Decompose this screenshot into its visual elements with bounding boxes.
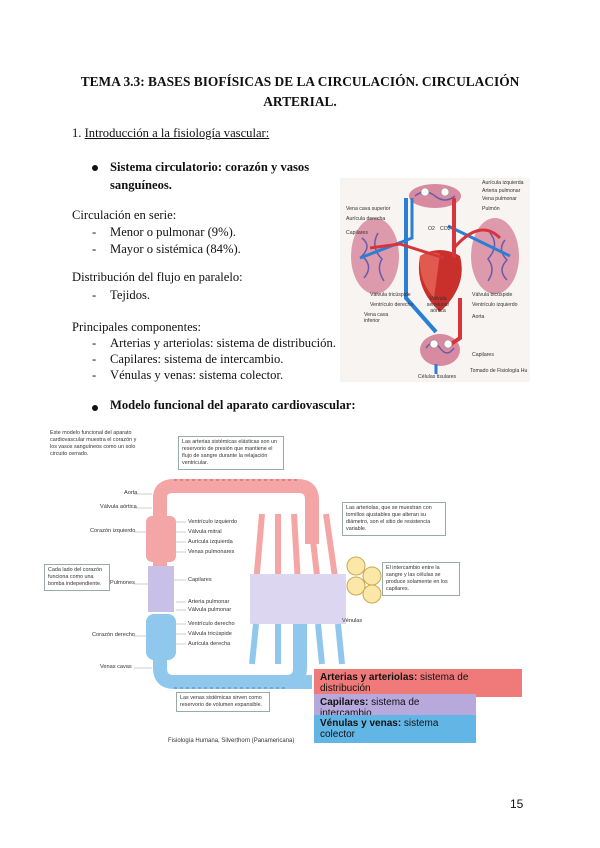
label-venas-pulmonares: Venas pulmonares bbox=[188, 549, 234, 555]
fig1-label: Aurícula derecha bbox=[346, 216, 385, 222]
section-heading: 1. Introducción a la fisiología vascular… bbox=[72, 126, 269, 141]
label-valvula-tricuspide: Válvula tricúspide bbox=[188, 631, 232, 637]
legend-venulas-bold: Vénulas y venas: bbox=[320, 718, 401, 729]
figure-credit: Fisiología Humana, Silverthorn (Panameri… bbox=[168, 738, 294, 744]
section-title: Introducción a la fisiología vascular: bbox=[85, 126, 270, 140]
componentes-heading: Principales componentes: bbox=[72, 320, 201, 335]
bullet-modelo-funcional: Modelo funcional del aparato cardiovascu… bbox=[110, 398, 356, 413]
fig1-label: Ventrículo izquierdo bbox=[472, 302, 518, 308]
serie-item-2: Mayor o sistémica (84%). bbox=[110, 242, 241, 257]
note-arterioles: Las arteriolas, que se muestran con torn… bbox=[342, 502, 446, 536]
fig1-label: Arteria pulmonar bbox=[482, 188, 520, 194]
dash: - bbox=[92, 368, 96, 383]
paralelo-heading: Distribución del flujo en paralelo: bbox=[72, 270, 243, 285]
label-valvula-pulmonar: Válvula pulmonar bbox=[188, 607, 231, 613]
fig1-label: Válvula tricúspide bbox=[370, 292, 411, 298]
bullet-sistema-circulatorio: Sistema circulatorio: corazón y vasos sa… bbox=[110, 158, 330, 194]
dash: - bbox=[92, 225, 96, 240]
note-exchange: El intercambio entre la sangre y las cél… bbox=[382, 562, 460, 596]
legend-venulas: Vénulas y venas: sistema colector bbox=[314, 715, 476, 743]
fig1-label: Ventrículo derecho bbox=[370, 302, 413, 308]
dash: - bbox=[92, 242, 96, 257]
dash: - bbox=[92, 352, 96, 367]
componentes-item-3: Vénulas y venas: sistema colector. bbox=[110, 368, 283, 383]
note-model: Este modelo funcional del aparato cardio… bbox=[50, 430, 142, 458]
componentes-item-1: Arterias y arteriolas: sistema de distri… bbox=[110, 336, 336, 351]
figure-functional-model: Este modelo funcional del aparato cardio… bbox=[50, 424, 530, 754]
note-arteries: Las arterias sistémicas elásticas son un… bbox=[178, 436, 284, 470]
label-valvula-aortica: Válvula aórtica bbox=[100, 504, 137, 510]
componentes-item-2: Capilares: sistema de intercambio. bbox=[110, 352, 283, 367]
fig1-label: Aurícula izquierda bbox=[482, 180, 524, 186]
fig1-label: Vena pulmonar bbox=[482, 196, 517, 202]
label-capilares: Capilares bbox=[188, 577, 212, 583]
fig1-label: Aorta bbox=[472, 314, 484, 320]
label-ventriculo-derecho: Ventrículo derecho bbox=[188, 621, 235, 627]
label-venulas: Vénulas bbox=[342, 618, 362, 624]
label-auricula-derecha: Aurícula derecha bbox=[188, 641, 230, 647]
fig1-label: Células tisulares bbox=[418, 374, 456, 380]
label-auricula-izquierda: Aurícula izquierda bbox=[188, 539, 233, 545]
page-title: TEMA 3.3: BASES BIOFÍSICAS DE LA CIRCULA… bbox=[60, 72, 540, 112]
gas-label-o2: O2 bbox=[428, 226, 435, 232]
label-arteria-pulmonar: Arteria pulmonar bbox=[188, 599, 229, 605]
fig1-credit: Tomado de Fisiología Hu bbox=[470, 368, 527, 374]
fig1-label: Capilares bbox=[346, 230, 368, 236]
fig1-label: Pulmón bbox=[482, 206, 500, 212]
legend-arterias-bold: Arterias y arteriolas: bbox=[320, 672, 417, 683]
legend-capilares-bold: Capilares: bbox=[320, 697, 368, 708]
label-aorta: Aorta bbox=[124, 490, 137, 496]
serie-item-1: Menor o pulmonar (9%). bbox=[110, 225, 236, 240]
label-ventriculo-izquierdo: Ventrículo izquierdo bbox=[188, 519, 237, 525]
bullet-dot bbox=[92, 405, 98, 411]
dash: - bbox=[92, 288, 96, 303]
fig1-label: Vena cava superior bbox=[346, 206, 390, 212]
page-number: 15 bbox=[510, 797, 523, 811]
fig1-label: Válvula bicúspide bbox=[472, 292, 512, 298]
paralelo-item-1: Tejidos. bbox=[110, 288, 150, 303]
note-veins: Las venas sistémicas sirven como reservo… bbox=[176, 692, 270, 712]
fig1-label: Válvula semilunar aórtica bbox=[426, 296, 450, 314]
note-pump: Cada lado del corazón funciona como una … bbox=[44, 564, 110, 591]
fig1-label: Vena cava inferior bbox=[364, 312, 394, 324]
label-pulmones: Pulmones bbox=[110, 580, 135, 586]
figure-circulation-diagram: O2 CO2 Vena cava superior Aurícula derec… bbox=[340, 178, 530, 382]
label-venas-cavas: Venas cavas bbox=[100, 664, 132, 670]
fig1-label: Capilares bbox=[472, 352, 494, 358]
bullet-dot bbox=[92, 165, 98, 171]
legend-arterias: Arterias y arteriolas: sistema de distri… bbox=[314, 669, 522, 697]
section-number: 1. bbox=[72, 126, 81, 140]
serie-heading: Circulación en serie: bbox=[72, 208, 176, 223]
gas-label-co2: CO2 bbox=[440, 226, 451, 232]
label-valvula-mitral: Válvula mitral bbox=[188, 529, 222, 535]
label-corazon-izquierdo: Corazón izquierdo bbox=[90, 528, 135, 534]
dash: - bbox=[92, 336, 96, 351]
label-corazon-derecho: Corazón derecho bbox=[92, 632, 135, 638]
